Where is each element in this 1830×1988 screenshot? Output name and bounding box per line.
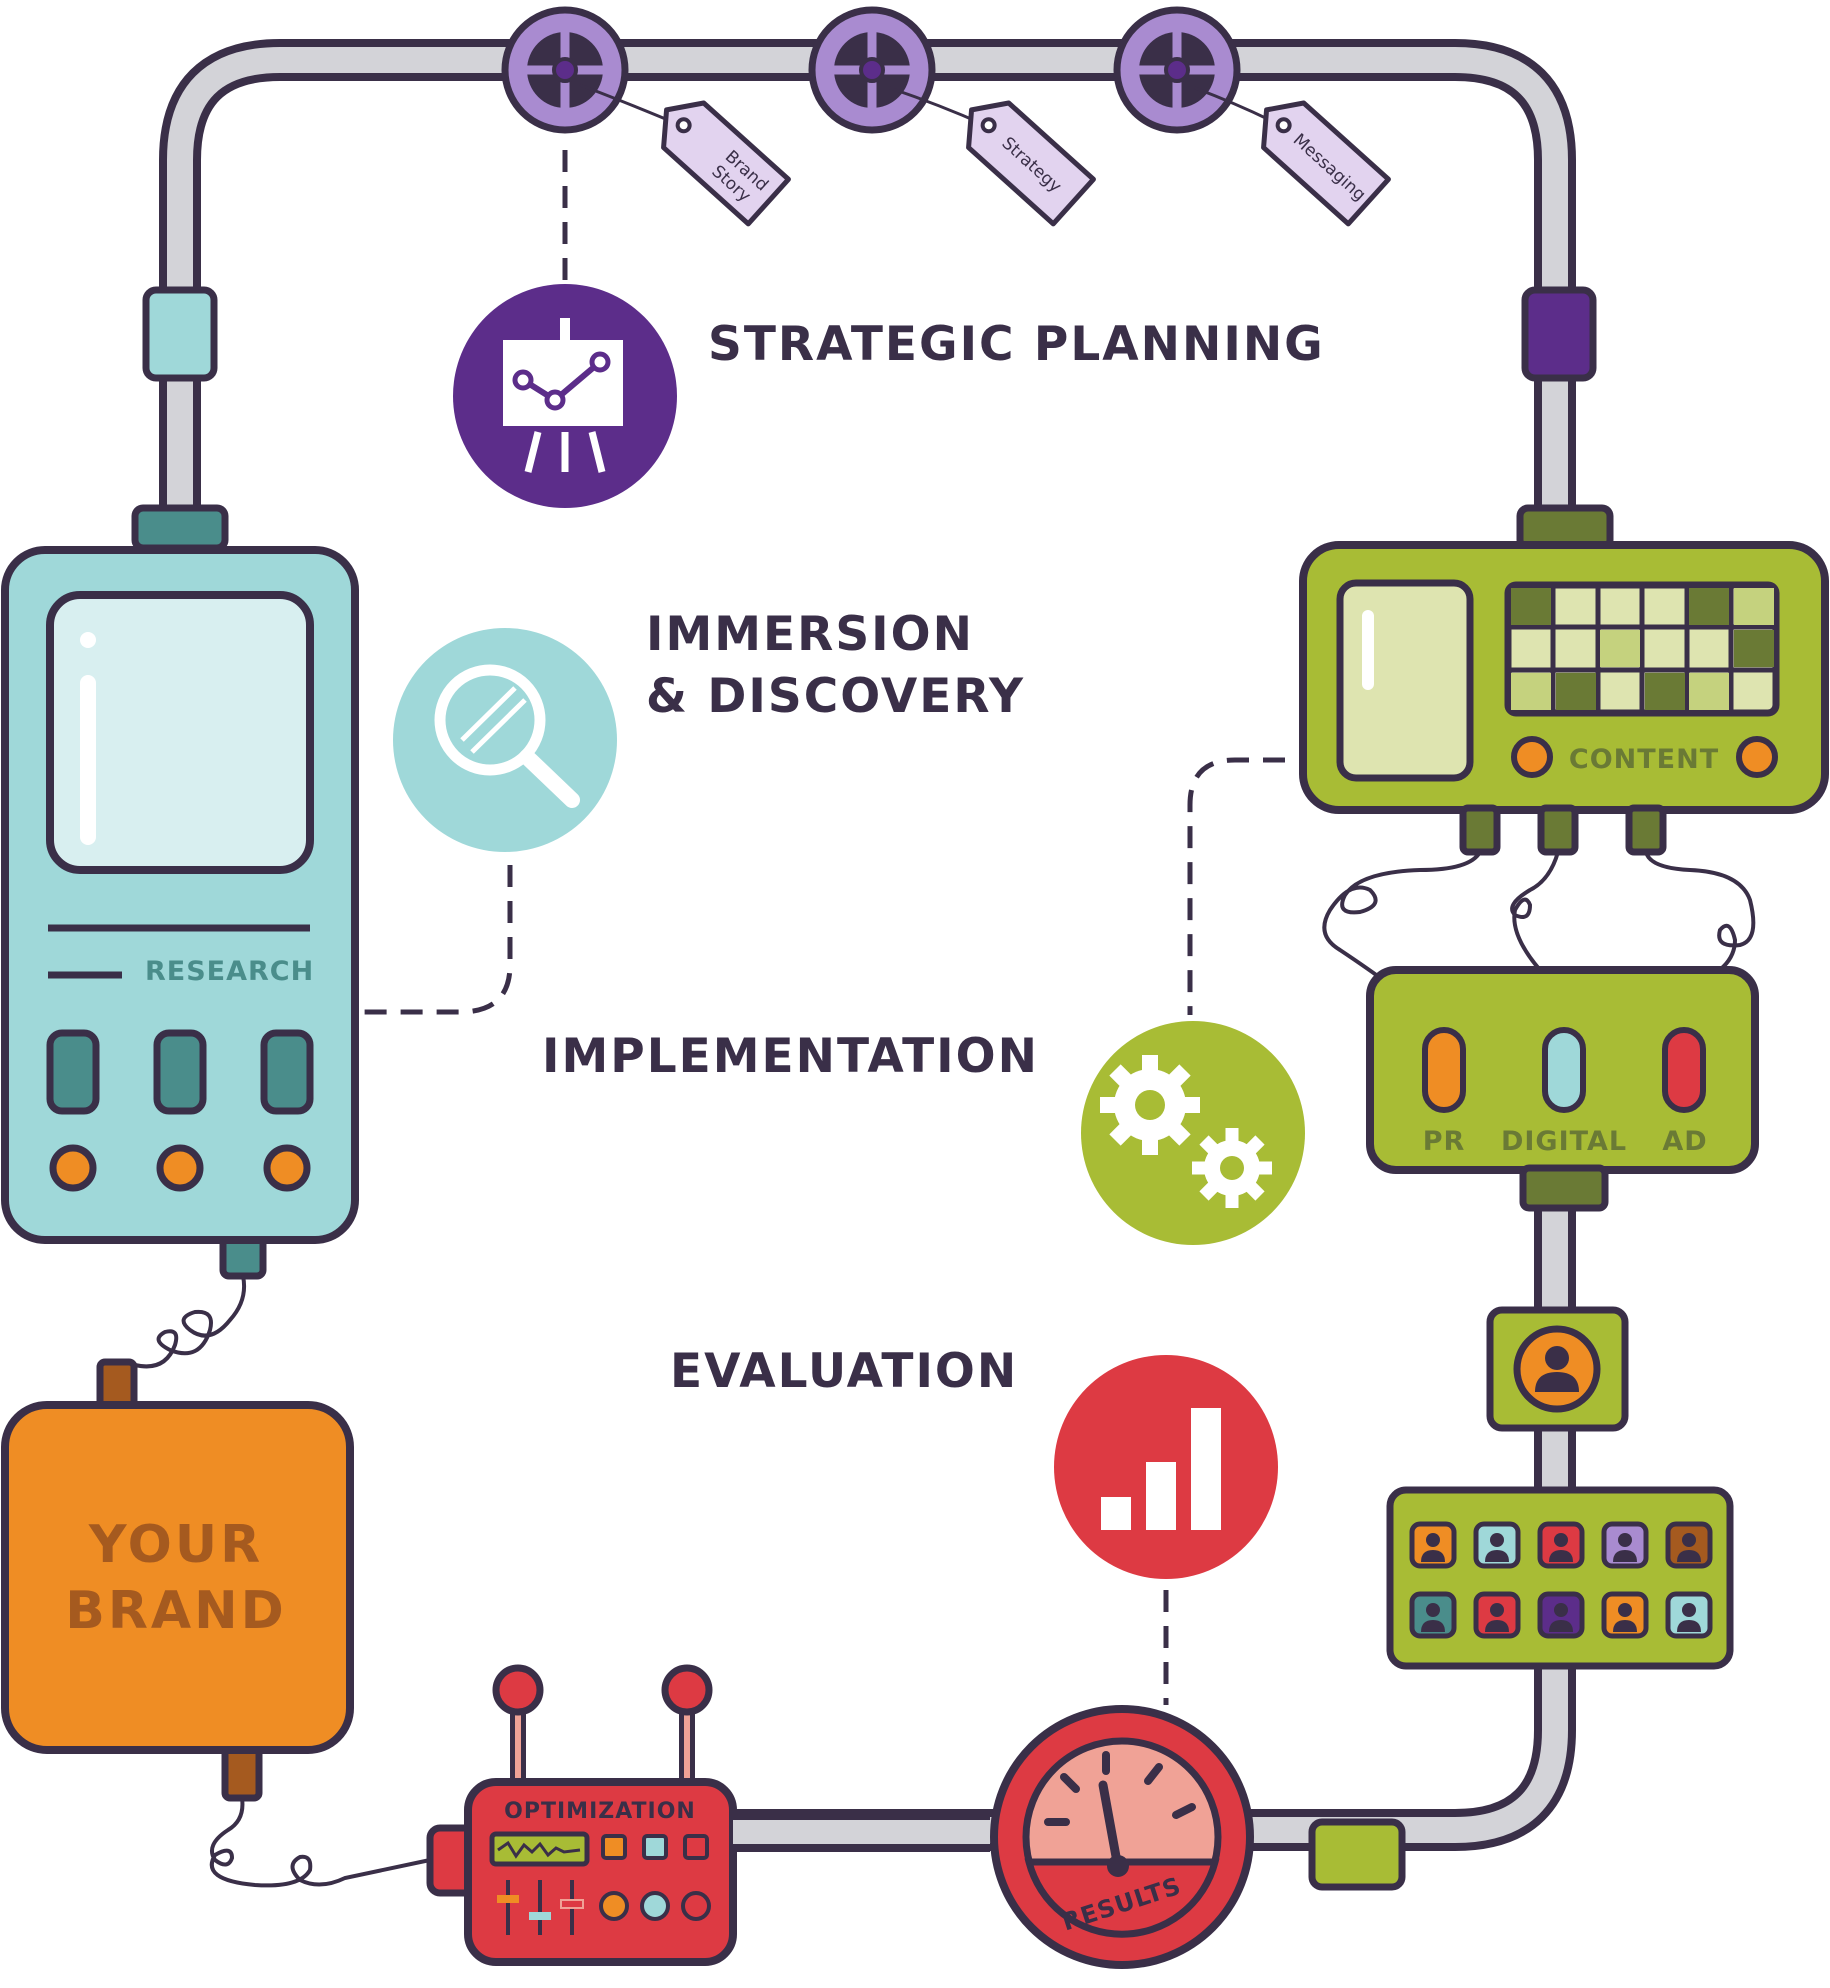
research-knob-1: [49, 1144, 97, 1192]
research-knob-3: [263, 1144, 311, 1192]
channel-plug-pr: [1422, 1027, 1466, 1113]
implementation-icon: [1081, 1021, 1305, 1245]
content-knob-right: [1736, 736, 1778, 778]
audience-panel: [1386, 1486, 1734, 1670]
research-slot-2: [153, 1029, 207, 1115]
results-gauge: RESULTS: [990, 1705, 1254, 1969]
presentation-chart-icon: [503, 318, 623, 473]
left-pipe-coupler: [142, 286, 218, 382]
your-brand-label-1: YOUR: [88, 1515, 263, 1575]
evaluation-icon: [1054, 1355, 1278, 1579]
person-icon: [1535, 1346, 1579, 1392]
channel-device: PR DIGITAL AD: [1366, 966, 1759, 1212]
label-implementation: IMPLEMENTATION: [542, 1029, 1039, 1084]
optimization-waveform-screen: [489, 1831, 590, 1867]
tag-strategy: Strategy: [889, 86, 1096, 227]
immersion-discovery-icon: [393, 628, 617, 852]
research-slot-3: [260, 1029, 314, 1115]
research-label: RESEARCH: [145, 956, 314, 987]
gears-icon: [1100, 1055, 1272, 1208]
label-immersion-line1: IMMERSION: [646, 607, 974, 662]
valve-strategy: [808, 6, 936, 134]
content-screen: [1336, 579, 1474, 782]
valve-brand-story: [501, 6, 629, 134]
content-label: CONTENT: [1569, 744, 1719, 775]
channel-plug-ad: [1662, 1027, 1706, 1113]
antenna-ball-right: [661, 1664, 713, 1716]
optimization-device: OPTIMIZATION: [426, 1664, 737, 1966]
label-pr: PR: [1423, 1126, 1466, 1157]
antenna-ball-left: [492, 1664, 544, 1716]
bar-chart-icon: [1101, 1408, 1221, 1530]
bottom-pipe-coupler: [1308, 1818, 1406, 1891]
tag-brand-story: Brand Story: [579, 83, 791, 227]
magnifier-icon: [434, 664, 580, 808]
research-screen: [46, 591, 314, 874]
label-strategic-planning: STRATEGIC PLANNING: [708, 317, 1325, 372]
right-pipe-coupler: [1521, 286, 1597, 382]
channel-plug-digital: [1542, 1027, 1586, 1113]
label-immersion-line2: & DISCOVERY: [646, 669, 1025, 724]
label-digital: DIGITAL: [1501, 1126, 1627, 1157]
label-ad: AD: [1662, 1126, 1707, 1157]
cable-brand-optimization: [209, 1797, 431, 1888]
gauge-needle: [1098, 1780, 1122, 1867]
research-knob-2: [156, 1144, 204, 1192]
cable-research-brand: [103, 1275, 247, 1376]
strategic-planning-icon: [453, 284, 677, 508]
dashed-connectors: [360, 150, 1285, 1705]
research-device: RESEARCH: [1, 504, 359, 1280]
content-knob-left: [1511, 736, 1553, 778]
audience-box: [1486, 1306, 1629, 1432]
your-brand-box: YOUR BRAND: [1, 1358, 354, 1802]
research-slot-1: [46, 1029, 100, 1115]
content-device: CONTENT: [1299, 504, 1829, 856]
label-evaluation: EVALUATION: [670, 1344, 1018, 1399]
valve-messaging: [1113, 6, 1241, 134]
optimization-label: OPTIMIZATION: [504, 1799, 696, 1824]
your-brand-label-2: BRAND: [65, 1581, 287, 1641]
